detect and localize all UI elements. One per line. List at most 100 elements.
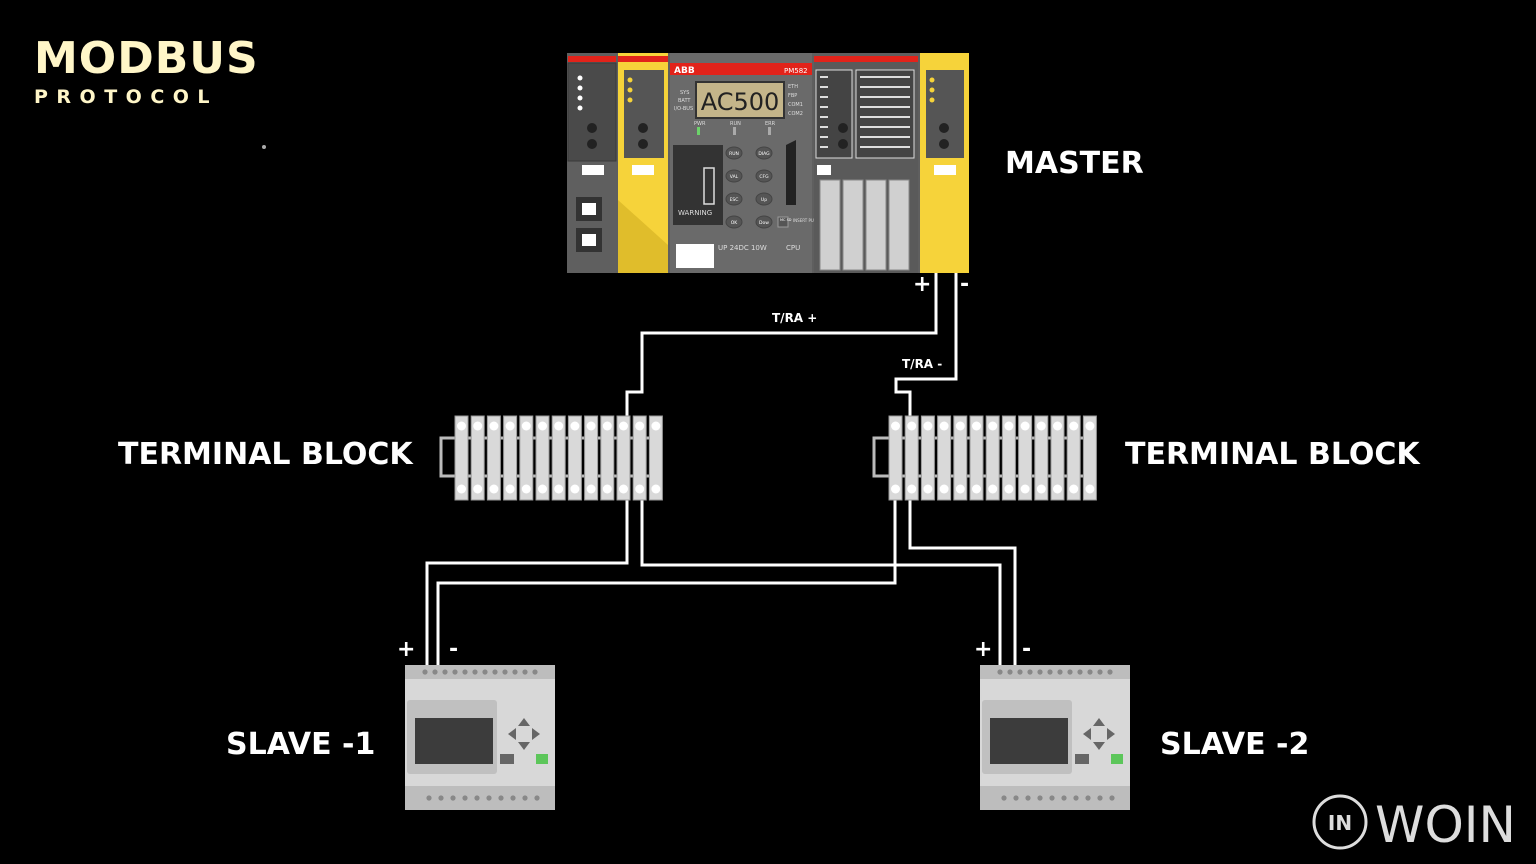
svg-text:MC SD: MC SD — [780, 218, 792, 222]
terminal-cell — [551, 415, 566, 501]
terminal-cell — [503, 415, 518, 501]
terminal-cell — [535, 415, 550, 501]
svg-text:CFG: CFG — [759, 174, 769, 180]
terminal-cell — [600, 415, 615, 501]
svg-text:RUN: RUN — [729, 151, 739, 157]
slave-terminal-screw — [512, 669, 518, 675]
svg-text:ESC: ESC — [730, 197, 739, 203]
svg-text:CPU: CPU — [786, 244, 800, 252]
slave-terminal-screw — [502, 669, 508, 675]
svg-text:Up: Up — [761, 197, 767, 203]
slave-terminal-screw — [486, 795, 492, 801]
terminal-cell — [567, 415, 582, 501]
terminal-cell — [920, 415, 935, 501]
terminal-cell — [1066, 415, 1081, 501]
slave-terminal-screw — [1061, 795, 1067, 801]
slave-terminal-screw — [1047, 669, 1053, 675]
woin-logo: IN WOIN — [1312, 794, 1516, 854]
slave-terminal-screw — [450, 795, 456, 801]
slave-terminal-screw — [426, 795, 432, 801]
terminal-cell — [584, 415, 599, 501]
slave-terminal-screw — [462, 795, 468, 801]
wire-tra-minus — [894, 272, 958, 425]
slave-terminal-screw — [522, 795, 528, 801]
terminal-cell — [519, 415, 534, 501]
terminal-cell — [470, 415, 485, 501]
plc-brand: ABB — [674, 66, 695, 76]
logo-badge: IN — [1328, 811, 1352, 835]
slave2-plus-sign: + — [974, 637, 993, 662]
wire-tb2-slave2-minus — [908, 492, 1017, 668]
slave-terminal-screw — [534, 795, 540, 801]
slave-terminal-screw — [452, 669, 458, 675]
slave-terminal-screw — [532, 669, 538, 675]
terminal-cell — [953, 415, 968, 501]
label-master: MASTER — [1005, 146, 1144, 181]
slave-terminal-screw — [1097, 669, 1103, 675]
terminal-cell — [1018, 415, 1033, 501]
svg-text:FBP: FBP — [788, 93, 797, 99]
terminal-cell — [1082, 415, 1097, 501]
title-modbus: MODBUS — [34, 33, 259, 84]
slave-terminal-screw — [1037, 795, 1043, 801]
slave-terminal-screw — [1057, 669, 1063, 675]
svg-text:DIAG: DIAG — [758, 151, 770, 157]
slave-terminal-screw — [1017, 669, 1023, 675]
wire-label-tra-minus: T/RA - — [902, 357, 943, 371]
slave-terminal-screw — [1013, 795, 1019, 801]
wire-tb2-slave1-minus — [436, 492, 897, 668]
logo-text: WOIN — [1375, 796, 1516, 854]
slave-terminal-screw — [1077, 669, 1083, 675]
terminal-cell — [1050, 415, 1065, 501]
slave-terminal-screw — [1085, 795, 1091, 801]
svg-text:ETH: ETH — [788, 84, 798, 90]
slave-terminal-screw — [522, 669, 528, 675]
terminal-cell — [985, 415, 1000, 501]
slave-1-device — [405, 665, 555, 810]
svg-text:WARNING: WARNING — [678, 209, 712, 217]
plc-display: AC500 — [701, 88, 780, 116]
svg-text:OK: OK — [731, 220, 739, 226]
terminal-cell — [616, 415, 631, 501]
slave-terminal-screw — [510, 795, 516, 801]
terminal-cell — [648, 415, 663, 501]
slave-terminal-screw — [1097, 795, 1103, 801]
slave-terminal-screw — [462, 669, 468, 675]
slave-terminal-screw — [498, 795, 504, 801]
slave-terminal-screw — [1007, 669, 1013, 675]
terminal-cell — [937, 415, 952, 501]
svg-text:COM2: COM2 — [788, 111, 803, 117]
slave-terminal-screw — [1109, 795, 1115, 801]
wire-label-tra-plus: T/RA + — [772, 311, 818, 325]
title-protocol: PROTOCOL — [34, 86, 219, 108]
slave-2-device — [980, 665, 1130, 810]
master-minus-sign: - — [960, 272, 970, 297]
terminal-cell — [1001, 415, 1016, 501]
slave-terminal-screw — [482, 669, 488, 675]
slave-terminal-screw — [1049, 795, 1055, 801]
label-terminal-block-left: TERMINAL BLOCK — [118, 437, 413, 472]
terminal-block-left — [439, 415, 663, 501]
terminal-cell — [632, 415, 647, 501]
slave-terminal-screw — [474, 795, 480, 801]
slave-terminal-screw — [472, 669, 478, 675]
svg-text:I/O-BUS: I/O-BUS — [674, 106, 693, 112]
slave-terminal-screw — [422, 669, 428, 675]
master-plc: ABB PM582 AC500 SYS BATT I/O-BUS ETH FBP… — [567, 53, 969, 273]
master-plus-sign: + — [913, 272, 932, 297]
svg-text:RUN: RUN — [730, 121, 741, 127]
wire-tra-plus — [625, 272, 938, 425]
terminal-cell — [454, 415, 469, 501]
slave-terminal-screw — [1037, 669, 1043, 675]
terminal-cell — [888, 415, 903, 501]
slave-terminal-screw — [1001, 795, 1007, 801]
svg-text:PWR: PWR — [694, 121, 706, 127]
slave2-minus-sign: - — [1022, 637, 1032, 662]
slave-terminal-screw — [492, 669, 498, 675]
wire-tb1-slave1-plus — [425, 492, 629, 668]
plc-model: PM582 — [784, 67, 808, 75]
svg-text:BATT: BATT — [678, 98, 691, 104]
svg-text:COM1: COM1 — [788, 102, 803, 108]
decorative-dot — [262, 145, 266, 149]
